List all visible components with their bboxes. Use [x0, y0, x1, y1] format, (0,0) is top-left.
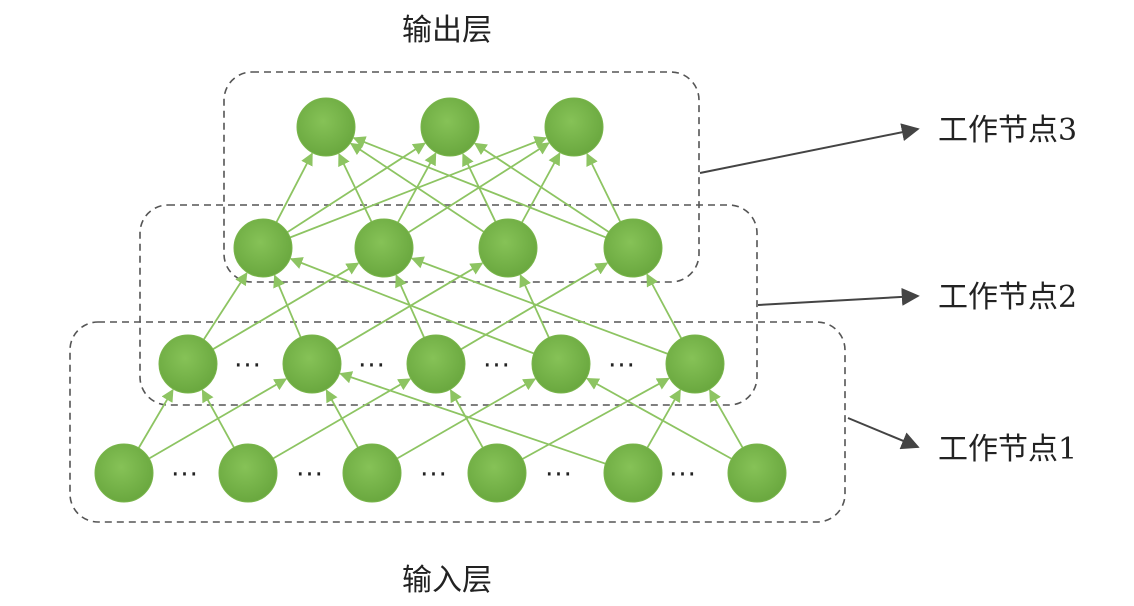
edge-l2-l3-10	[473, 142, 610, 233]
edge-l0-l1-2	[201, 389, 235, 449]
node-l2-2	[478, 218, 538, 278]
ellipsis-l2-3: ···	[483, 351, 511, 381]
node-l1-0	[158, 334, 218, 394]
edge-l1-l2-4	[395, 274, 425, 338]
input-layer-label: 输入层	[402, 563, 492, 598]
node-l2-1	[354, 218, 414, 278]
edge-l0-l1-4	[325, 389, 359, 449]
work-node-2-label: 工作节点2	[938, 280, 1077, 315]
ellipsis-l1-1: ···	[171, 460, 199, 490]
work-node-3-arrow	[699, 123, 920, 174]
connection-edges	[137, 136, 744, 465]
ellipsis-l2-4: ···	[608, 351, 636, 381]
edge-l2-l3-9	[352, 136, 607, 239]
node-l2-3	[603, 218, 663, 278]
ellipsis-l1-2: ···	[296, 460, 324, 490]
edge-l1-l2-7	[519, 274, 550, 338]
node-l3-1	[420, 97, 480, 157]
node-l0-1	[218, 443, 278, 503]
edge-l0-l1-10	[586, 377, 733, 460]
ellipsis-l2-1: ···	[234, 351, 262, 381]
edge-l1-l2-6	[289, 257, 535, 355]
edge-l1-l2-0	[202, 272, 248, 341]
edge-l1-l2-1	[212, 262, 360, 350]
node-l1-2	[406, 334, 466, 394]
node-l0-5	[727, 443, 787, 503]
node-l2-0	[233, 218, 293, 278]
edge-l0-l1-8	[339, 371, 606, 465]
node-l0-2	[342, 443, 402, 503]
ellipsis-l1-5: ···	[669, 460, 697, 490]
node-l1-4	[665, 334, 725, 394]
node-l0-3	[467, 443, 527, 503]
edge-l1-l2-9	[646, 273, 683, 339]
edge-l2-l3-11	[586, 152, 622, 223]
edge-l0-l1-11	[709, 389, 744, 449]
node-l3-2	[544, 97, 604, 157]
ellipsis-l1-3: ···	[420, 460, 448, 490]
network-nodes	[94, 97, 787, 503]
node-l0-4	[603, 443, 663, 503]
work-node-1-label: 工作节点1	[938, 432, 1077, 467]
work-node-2-arrow	[757, 287, 920, 306]
edge-l2-l3-6	[349, 142, 485, 233]
node-l0-0	[94, 443, 154, 503]
node-l1-1	[282, 334, 342, 394]
edge-l1-l2-2	[273, 274, 302, 338]
edge-l0-l1-9	[646, 389, 681, 449]
edge-l2-l3-0	[275, 152, 313, 223]
work-node-1-arrow	[847, 417, 920, 450]
edge-l0-l1-6	[449, 389, 484, 449]
node-l1-3	[531, 334, 591, 394]
work-node-3-label: 工作节点3	[938, 113, 1077, 148]
ellipsis-l1-4: ···	[545, 460, 573, 490]
work-node-2-box	[139, 204, 758, 406]
ellipsis-l2-2: ···	[358, 351, 386, 381]
edge-l0-l1-7	[521, 377, 670, 460]
work-node-3-box	[223, 71, 700, 283]
output-layer-label: 输出层	[402, 13, 492, 48]
node-l3-0	[296, 97, 356, 157]
work-node-1-box	[69, 321, 846, 523]
edge-l2-l3-3	[338, 152, 373, 223]
edge-l0-l1-0	[137, 388, 174, 449]
edge-l1-l2-8	[410, 256, 669, 355]
